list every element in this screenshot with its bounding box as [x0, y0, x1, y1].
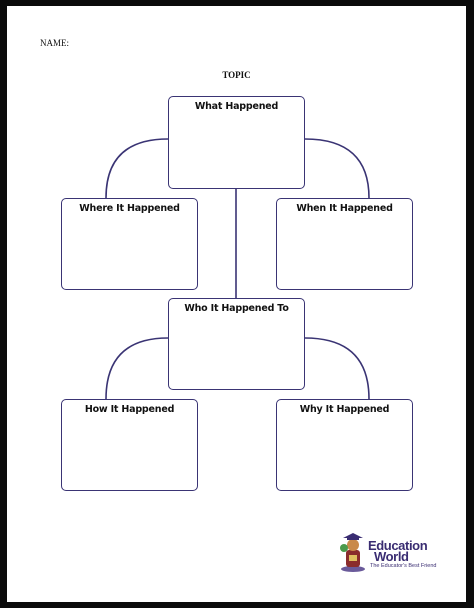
box-what-happened-label: What Happened: [194, 101, 279, 112]
arc-top-left: [105, 138, 169, 199]
arc-bottom-right: [304, 337, 370, 400]
box-how-it-happened[interactable]: How It Happened: [61, 399, 198, 491]
connector-lines: [105, 138, 370, 400]
arc-bottom-left: [105, 337, 169, 400]
box-where-it-happened-label: Where It Happened: [79, 203, 180, 214]
box-when-it-happened[interactable]: When It Happened: [276, 198, 413, 290]
box-why-it-happened[interactable]: Why It Happened: [276, 399, 413, 491]
education-world-mascot-icon: [340, 533, 365, 572]
box-who-it-happened-to-label: Who It Happened To: [184, 303, 289, 314]
box-when-it-happened-label: When It Happened: [296, 203, 393, 214]
box-why-it-happened-label: Why It Happened: [299, 404, 390, 415]
topic-label: TOPIC: [222, 70, 251, 80]
logo-tagline: The Educator's Best Friend: [370, 563, 437, 569]
name-label: NAME:: [40, 38, 69, 48]
box-what-happened[interactable]: What Happened: [168, 96, 305, 189]
logo-word-world: World: [374, 549, 409, 564]
arc-top-right: [304, 138, 370, 199]
box-where-it-happened[interactable]: Where It Happened: [61, 198, 198, 290]
logo-word-education: Education: [368, 538, 428, 553]
education-world-logo: Education World The Educator's Best Frie…: [337, 533, 447, 573]
worksheet-page: NAME: TOPIC What Happened Where It Happe…: [7, 6, 466, 602]
box-how-it-happened-label: How It Happened: [84, 404, 175, 415]
box-who-it-happened-to[interactable]: Who It Happened To: [168, 298, 305, 390]
